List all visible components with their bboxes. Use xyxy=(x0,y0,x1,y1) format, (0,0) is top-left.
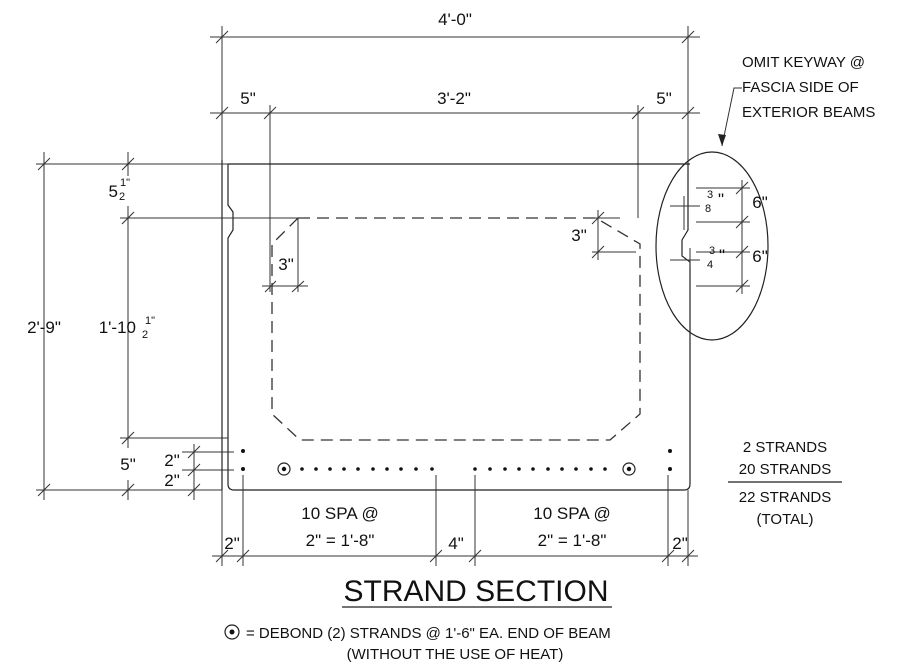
debond-legend: = DEBOND (2) STRANDS @ 1'-6" EA. END OF … xyxy=(224,624,611,663)
strand xyxy=(342,467,346,471)
strand xyxy=(328,467,332,471)
keyway-top-den: 8 xyxy=(705,203,711,215)
bottom-lower-label: 2" xyxy=(164,471,180,490)
bottom-left-spa-label: 10 SPA @ xyxy=(301,504,378,523)
overall-height-dimension: 2'-9" xyxy=(27,152,228,500)
right-edge-label: 5" xyxy=(656,89,672,108)
keyway-note-line-3: EXTERIOR BEAMS xyxy=(742,104,875,121)
chamfer-right-dimension: 3" xyxy=(571,210,636,260)
keyway-bot-den: 4 xyxy=(707,259,713,271)
debond-strands xyxy=(277,462,636,476)
strand xyxy=(531,467,535,471)
bottom-left-spa-value: 2" = 1'-8" xyxy=(306,531,375,550)
keyway-top-num: 3 xyxy=(707,189,713,201)
strand xyxy=(385,467,389,471)
chamfer-left-dimension: 3" xyxy=(262,218,308,293)
strand xyxy=(488,467,492,471)
strand xyxy=(603,467,607,471)
bottom-left-edge-label: 2" xyxy=(224,534,240,553)
keyway-top-unit: " xyxy=(718,190,724,209)
beam-outline xyxy=(221,160,691,491)
strand xyxy=(414,467,418,471)
void-height-frac-num: 1" xyxy=(145,315,155,327)
void-outline xyxy=(271,217,641,441)
strand-count-line-3: 22 STRANDS xyxy=(739,489,832,506)
strand xyxy=(430,467,434,471)
bottom-right-edge-label: 2" xyxy=(672,534,688,553)
strand-count-line-4: (TOTAL) xyxy=(757,511,814,528)
title-text: STRAND SECTION xyxy=(343,575,608,608)
keyway-bot-dim: 6" xyxy=(752,247,768,266)
strand-end-left xyxy=(241,467,245,471)
top-offset-frac-den: 2 xyxy=(119,191,125,203)
bottom-total-label: 5" xyxy=(120,455,136,474)
keyway-top-dim: 6" xyxy=(752,193,768,212)
strand-end-right xyxy=(668,467,672,471)
void-height-dimension: 1'-10 1" 2 xyxy=(99,315,228,439)
bottom-strand-dimension: 5" 2" 2" xyxy=(120,444,234,500)
keyway-note: OMIT KEYWAY @ FASCIA SIDE OF EXTERIOR BE… xyxy=(718,54,875,147)
strand xyxy=(356,467,360,471)
inner-width-label: 3'-2" xyxy=(437,89,471,108)
strand xyxy=(300,467,304,471)
legend-line-1: = DEBOND (2) STRANDS @ 1'-6" EA. END OF … xyxy=(246,625,611,642)
chamfer-right-label: 3" xyxy=(571,226,587,245)
upper-strand-left xyxy=(241,449,245,453)
inner-width-dimension: 5" 3'-2" 5" xyxy=(210,89,700,292)
overall-width-dimension: 4'-0" xyxy=(210,10,700,165)
keyway-bot-num: 3 xyxy=(709,245,715,257)
upper-strand-right xyxy=(668,449,672,453)
bottom-right-spa-label: 10 SPA @ xyxy=(533,504,610,523)
overall-width-label: 4'-0" xyxy=(438,10,472,29)
strand xyxy=(546,467,550,471)
strand xyxy=(371,467,375,471)
drawing-title: STRAND SECTION xyxy=(342,575,612,608)
top-offset-label: 5 xyxy=(109,182,118,201)
strand xyxy=(399,467,403,471)
strand xyxy=(517,467,521,471)
strand xyxy=(503,467,507,471)
legend-line-2: (WITHOUT THE USE OF HEAT) xyxy=(347,646,564,663)
strand xyxy=(560,467,564,471)
strand-count-line-1: 2 STRANDS xyxy=(743,439,827,456)
overall-height-label: 2'-9" xyxy=(27,318,61,337)
bottom-center-label: 4" xyxy=(448,534,464,553)
chamfer-left-label: 3" xyxy=(278,255,294,274)
keyway-bot-unit: " xyxy=(719,246,725,265)
strand xyxy=(314,467,318,471)
strand-count: 2 STRANDS 20 STRANDS 22 STRANDS (TOTAL) xyxy=(728,439,842,528)
keyway-detail: 3 8 " 6" 3 4 " 6" xyxy=(655,151,769,341)
debond-symbol-icon xyxy=(224,624,240,640)
strand xyxy=(473,467,477,471)
strand-count-line-2: 20 STRANDS xyxy=(739,461,832,478)
strands xyxy=(241,449,672,471)
left-edge-label: 5" xyxy=(240,89,256,108)
void-height-label: 1'-10 xyxy=(99,318,136,337)
bottom-upper-label: 2" xyxy=(164,451,180,470)
keyway-note-line-2: FASCIA SIDE OF xyxy=(742,79,859,96)
bottom-dimension-line: 2" 10 SPA @ 2" = 1'-8" 4" 10 SPA @ 2" = … xyxy=(212,475,698,566)
bottom-right-spa-value: 2" = 1'-8" xyxy=(538,531,607,550)
keyway-note-line-1: OMIT KEYWAY @ xyxy=(742,54,865,71)
strand xyxy=(574,467,578,471)
top-offset-frac-num: 1" xyxy=(120,177,130,189)
void-height-frac-den: 2 xyxy=(142,329,148,341)
strand xyxy=(589,467,593,471)
